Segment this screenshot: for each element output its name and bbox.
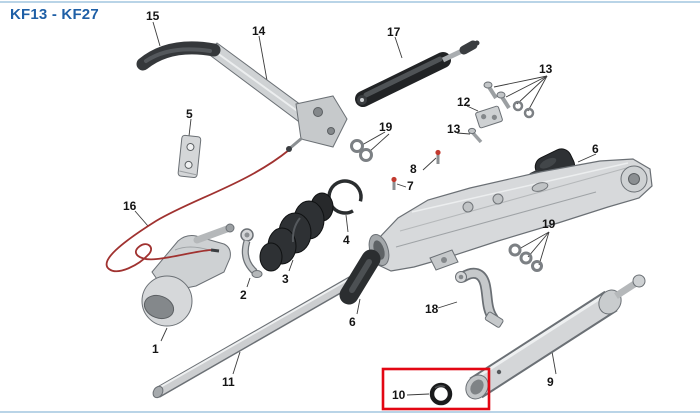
part-label-12: 12 xyxy=(457,95,471,109)
leader-lines xyxy=(134,21,597,396)
ball-coupling xyxy=(141,223,235,327)
bolt-washer-set xyxy=(483,81,535,119)
bottom-border-line xyxy=(0,411,700,413)
clevis-pin xyxy=(614,280,638,299)
part-label-13-b: 13 xyxy=(447,122,461,136)
part-label-19-top: 19 xyxy=(379,120,393,134)
part-label-7: 7 xyxy=(407,179,414,193)
o-ring xyxy=(429,382,453,406)
part-label-6-top: 6 xyxy=(592,142,599,156)
mounting-bracket xyxy=(177,134,202,179)
part-label-14: 14 xyxy=(252,24,266,38)
part-label-10: 10 xyxy=(392,388,406,402)
small-screws xyxy=(391,149,441,190)
part-label-13-top: 13 xyxy=(539,62,553,76)
gas-strut-damper xyxy=(355,40,480,107)
part-label-1: 1 xyxy=(152,342,159,356)
top-border-line xyxy=(0,1,700,3)
damper-bush xyxy=(339,249,381,305)
highlight-box-part-10 xyxy=(381,367,491,411)
washers-right xyxy=(508,243,543,272)
part-label-2: 2 xyxy=(240,288,247,302)
washers-top xyxy=(350,139,373,162)
cable-clamp xyxy=(240,228,263,278)
part-label-16: 16 xyxy=(123,199,137,213)
outer-tube xyxy=(465,274,646,400)
reversing-lever xyxy=(455,267,504,328)
small-bolt xyxy=(468,127,483,144)
part-label-9: 9 xyxy=(547,375,554,389)
part-label-17: 17 xyxy=(387,25,401,39)
push-rod xyxy=(152,270,365,399)
part-label-4: 4 xyxy=(343,233,350,247)
rubber-bellows xyxy=(259,192,334,272)
part-label-15: 15 xyxy=(146,9,160,23)
main-housing xyxy=(368,158,653,272)
breakaway-cable xyxy=(105,146,292,273)
part-label-11: 11 xyxy=(222,375,235,389)
part-label-8: 8 xyxy=(410,162,417,176)
part-label-18: 18 xyxy=(425,302,439,316)
page-title: KF13 - KF27 xyxy=(10,6,99,23)
part-label-3: 3 xyxy=(282,272,289,286)
part-label-5: 5 xyxy=(186,107,193,121)
clamp-block xyxy=(475,105,503,129)
part-label-6-bottom: 6 xyxy=(349,315,356,329)
hand-brake-lever xyxy=(136,41,348,151)
part-label-19-right: 19 xyxy=(542,217,556,231)
